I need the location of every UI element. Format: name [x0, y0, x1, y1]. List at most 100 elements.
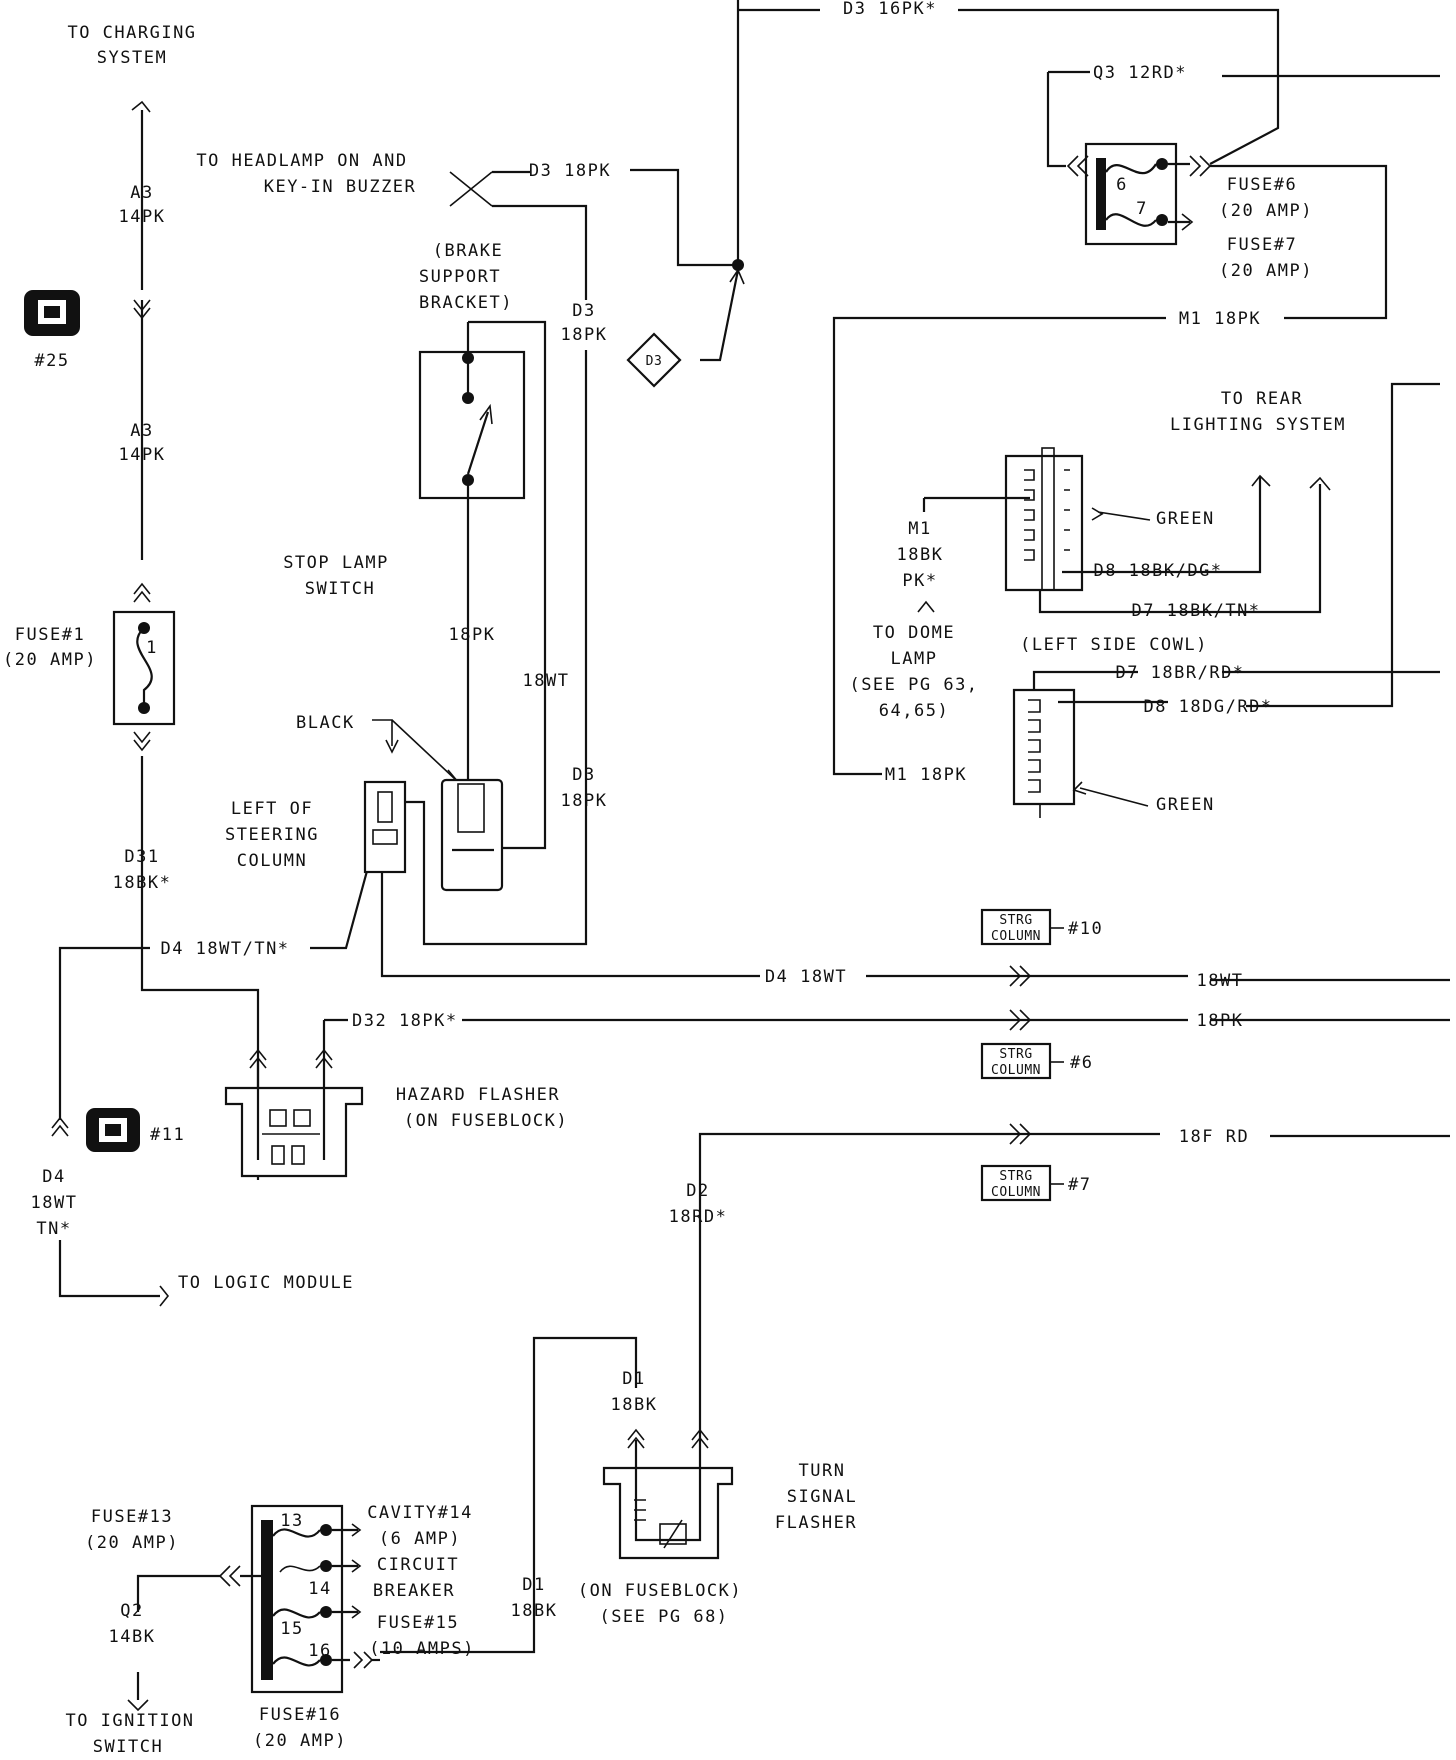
- d4-left-circuit: [51, 859, 372, 1307]
- headlamp-label: TO HEADLAMP ON AND: [196, 151, 407, 171]
- svg-text:M1 18PK: M1 18PK: [885, 765, 967, 785]
- svg-text:STEERING: STEERING: [225, 825, 319, 845]
- a3-circuit: [112, 100, 260, 1180]
- svg-text:(6 AMP): (6 AMP): [379, 1529, 461, 1549]
- svg-text:18BK: 18BK: [611, 1395, 658, 1415]
- svg-text:D8 18BK/DG*: D8 18BK/DG*: [1093, 561, 1222, 581]
- svg-text:D3: D3: [646, 354, 663, 369]
- fuse-block-13-16: [127, 1504, 380, 1712]
- svg-text:D3: D3: [572, 301, 595, 321]
- svg-text:D4 18WT: D4 18WT: [765, 967, 847, 987]
- svg-text:#25: #25: [34, 351, 69, 371]
- svg-text:TO REAR: TO REAR: [1221, 389, 1303, 409]
- svg-text:COLUMN: COLUMN: [237, 851, 307, 871]
- svg-text:FUSE#7: FUSE#7: [1227, 235, 1297, 255]
- strg-column-box: [980, 1164, 1064, 1202]
- svg-text:SIGNAL: SIGNAL: [787, 1487, 857, 1507]
- svg-text:D3: D3: [572, 765, 595, 785]
- svg-text:D1: D1: [522, 1575, 545, 1595]
- svg-text:(20 AMP): (20 AMP): [253, 1731, 347, 1751]
- svg-text:M1: M1: [908, 519, 931, 539]
- svg-text:(20 AMP): (20 AMP): [85, 1533, 179, 1553]
- svg-text:(ON FUSEBLOCK): (ON FUSEBLOCK): [578, 1581, 742, 1601]
- svg-text:M1 18PK: M1 18PK: [1179, 309, 1261, 329]
- svg-text:18PK: 18PK: [561, 325, 608, 345]
- svg-text:(20 AMP): (20 AMP): [1219, 201, 1313, 221]
- d3-circuit: [449, 0, 1280, 720]
- svg-text:18WT: 18WT: [523, 671, 570, 691]
- svg-text:18WT: 18WT: [1197, 971, 1244, 991]
- strg-column-box: [980, 1042, 1064, 1080]
- svg-text:D8 18DG/RD*: D8 18DG/RD*: [1143, 697, 1272, 717]
- svg-text:STRG: STRG: [999, 1169, 1032, 1184]
- svg-text:18PK: 18PK: [1197, 1011, 1244, 1031]
- svg-text:BREAKER: BREAKER: [373, 1581, 455, 1601]
- svg-text:18BK*: 18BK*: [113, 873, 172, 893]
- svg-text:#7: #7: [1068, 1175, 1091, 1195]
- hazard-flasher: [224, 1018, 364, 1178]
- svg-text:SWITCH: SWITCH: [305, 579, 375, 599]
- svg-text:64,65): 64,65): [879, 701, 949, 721]
- svg-text:GREEN: GREEN: [1156, 795, 1215, 815]
- svg-text:18BK: 18BK: [511, 1601, 558, 1621]
- svg-text:(10 AMPS): (10 AMPS): [369, 1639, 475, 1659]
- svg-text:CAVITY#14: CAVITY#14: [367, 1503, 473, 1523]
- svg-text:14BK: 14BK: [109, 1627, 156, 1647]
- svg-text:13: 13: [280, 1511, 303, 1531]
- svg-text:A3: A3: [130, 421, 153, 441]
- svg-text:TN*: TN*: [36, 1219, 71, 1239]
- svg-text:14: 14: [308, 1579, 331, 1599]
- steering-connectors: [363, 719, 760, 978]
- connector-icon: [24, 290, 80, 336]
- svg-text:D4 18WT/TN*: D4 18WT/TN*: [160, 939, 289, 959]
- svg-text:6: 6: [1116, 175, 1128, 195]
- svg-text:(20 AMP): (20 AMP): [1219, 261, 1313, 281]
- svg-text:BLACK: BLACK: [296, 713, 355, 733]
- svg-text:D31: D31: [124, 847, 159, 867]
- svg-text:COLUMN: COLUMN: [991, 929, 1041, 944]
- svg-text:14PK: 14PK: [119, 445, 166, 465]
- svg-text:D3 16PK*: D3 16PK*: [843, 0, 937, 19]
- svg-text:SWITCH: SWITCH: [93, 1737, 163, 1757]
- svg-text:18BK: 18BK: [897, 545, 944, 565]
- steering-column-label: LEFT OF: [231, 799, 313, 819]
- svg-text:(SEE PG 68): (SEE PG 68): [599, 1607, 728, 1627]
- hazard-flasher-label: HAZARD FLASHER: [396, 1085, 560, 1105]
- to-charging-label: TO CHARGING: [67, 23, 196, 43]
- strg-column-box: [980, 908, 1064, 946]
- fuse1-label: FUSE#1: [15, 625, 85, 645]
- svg-text:FLASHER: FLASHER: [775, 1513, 857, 1533]
- svg-text:LAMP: LAMP: [891, 649, 938, 669]
- svg-text:TO LOGIC MODULE: TO LOGIC MODULE: [178, 1273, 354, 1293]
- svg-text:1: 1: [146, 638, 158, 658]
- svg-text:GREEN: GREEN: [1156, 509, 1215, 529]
- right-bus-wires: [462, 965, 1450, 1230]
- svg-text:BRACKET): BRACKET): [419, 293, 513, 313]
- svg-text:A3: A3: [130, 183, 153, 203]
- left-side-cowl-connectors: [917, 382, 1440, 818]
- svg-text:18F RD: 18F RD: [1179, 1127, 1249, 1147]
- svg-text:18WT: 18WT: [31, 1193, 78, 1213]
- fuse16-label: FUSE#16: [259, 1705, 341, 1725]
- svg-text:16: 16: [308, 1641, 331, 1661]
- svg-text:#10: #10: [1068, 919, 1103, 939]
- ignition-switch-label: TO IGNITION: [65, 1711, 194, 1731]
- svg-text:18PK: 18PK: [449, 625, 496, 645]
- turn-signal-flasher-label: TURN: [799, 1461, 846, 1481]
- svg-text:COLUMN: COLUMN: [991, 1063, 1041, 1078]
- fuse6-7-block: [832, 70, 1440, 776]
- svg-text:PK*: PK*: [902, 571, 937, 591]
- stop-lamp-switch: [418, 320, 547, 850]
- svg-text:SUPPORT: SUPPORT: [419, 267, 501, 287]
- svg-text:D4: D4: [42, 1167, 65, 1187]
- svg-text:D1: D1: [622, 1369, 645, 1389]
- svg-text:14PK: 14PK: [119, 207, 166, 227]
- fuse6-label: FUSE#6: [1227, 175, 1297, 195]
- svg-text:FUSE#15: FUSE#15: [377, 1613, 459, 1633]
- svg-text:D2: D2: [686, 1181, 709, 1201]
- svg-text:Q3 12RD*: Q3 12RD*: [1093, 63, 1187, 83]
- svg-text:(20 AMP): (20 AMP): [3, 650, 97, 670]
- svg-text:D3 18PK: D3 18PK: [529, 161, 611, 181]
- svg-text:D7 18BK/TN*: D7 18BK/TN*: [1131, 601, 1260, 621]
